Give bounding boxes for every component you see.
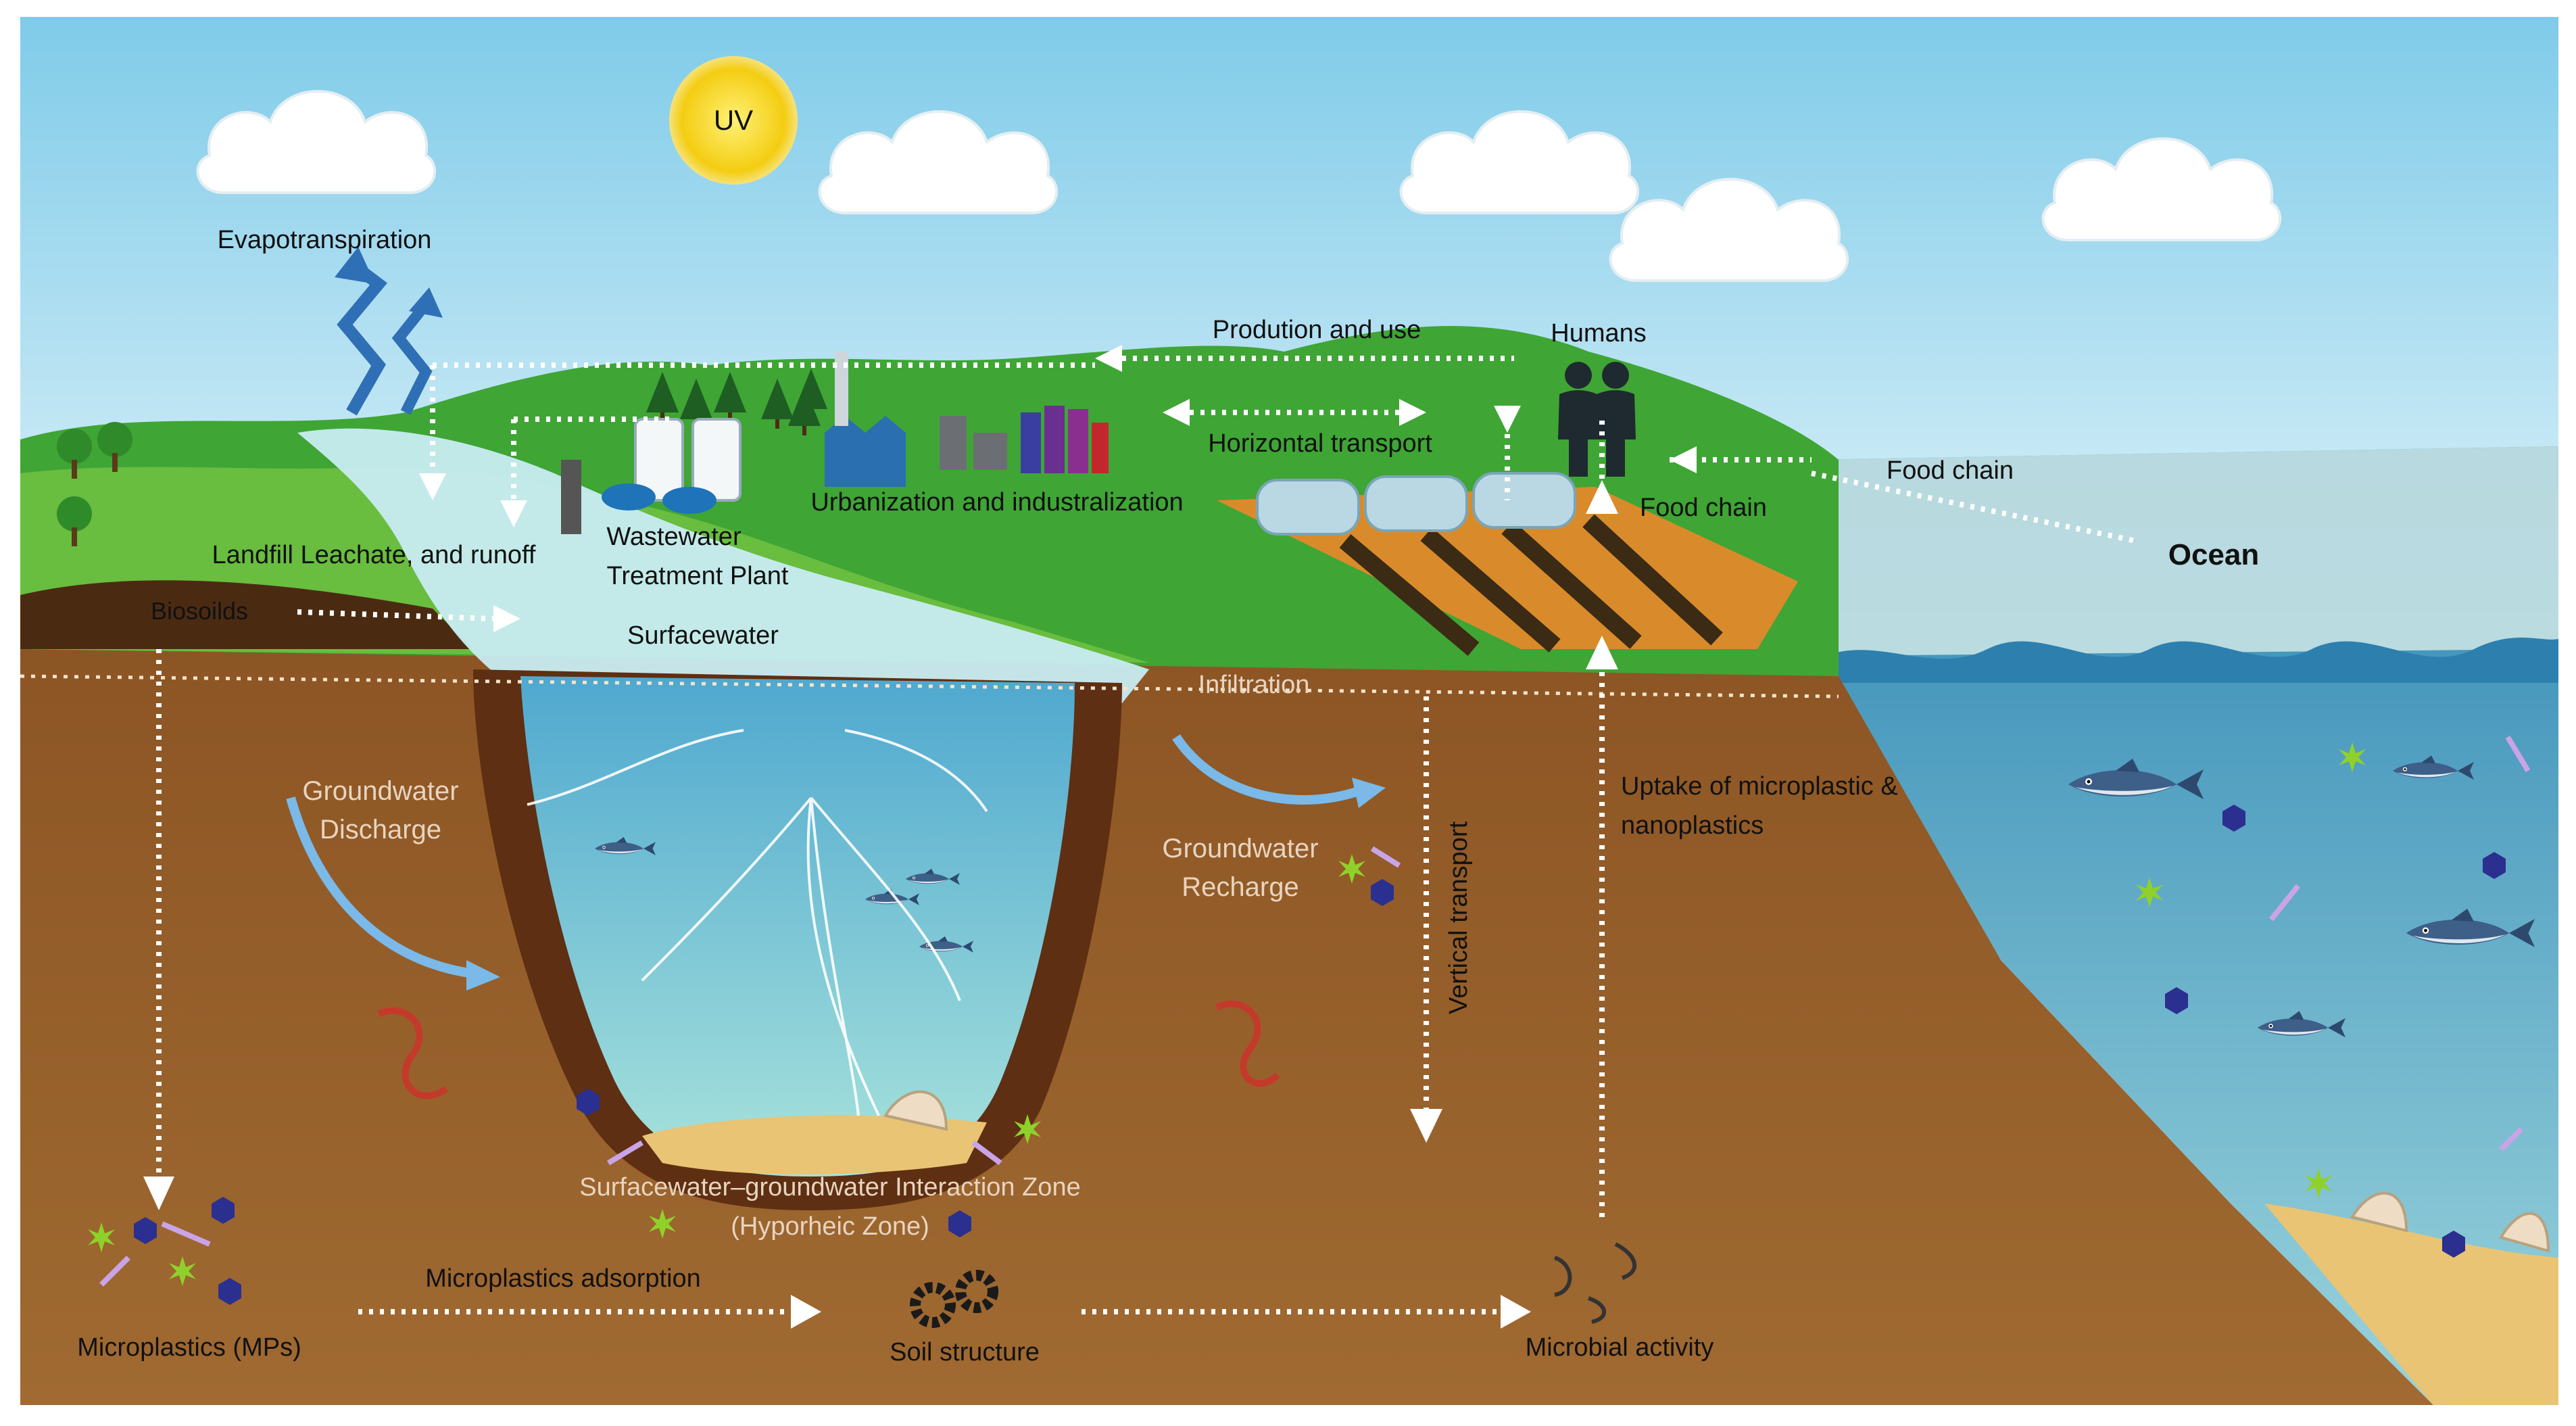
water-table-line <box>20 674 1839 698</box>
production-use-label: Prodution and use <box>1213 316 1421 344</box>
river-surface <box>297 428 1149 703</box>
surfacewater-label: Surfacewater <box>627 621 779 650</box>
topsoil-left <box>20 580 473 649</box>
soil-structure-label: Soil structure <box>890 1338 1040 1366</box>
microplastic-fiber-icon <box>99 735 2531 1287</box>
horizontal-transport-label: Horizontal transport <box>1208 429 1432 458</box>
groundwater-recharge-arrow <box>1172 734 1386 808</box>
bacteria-icon <box>1553 1242 1637 1324</box>
gw-discharge-label-2: Discharge <box>320 815 441 845</box>
ocean-water <box>1812 446 2558 1405</box>
pit-sand <box>642 1115 987 1174</box>
food-chain-sea-label: Food chain <box>1887 456 2014 485</box>
farmland <box>1217 487 1798 649</box>
wastewater-label-1: Wastewater <box>606 523 742 551</box>
gw-discharge-label-1: Groundwater <box>302 776 458 806</box>
evapotranspiration-label: Evapotranspiration <box>218 226 432 254</box>
ocean-surface-band <box>1812 446 2558 656</box>
biosolids-label: Biosoilds <box>151 597 248 625</box>
gw-recharge-label-1: Groundwater <box>1162 834 1318 863</box>
microbial-activity-label: Microbial activity <box>1526 1333 1714 1362</box>
factory-icon <box>825 352 1109 487</box>
uptake-label-1: Uptake of microplastic & <box>1621 772 1898 801</box>
ocean-seabed <box>2264 1204 2558 1405</box>
gear-icon <box>910 1270 998 1328</box>
crop-rows <box>1339 514 1723 656</box>
vertical-transport-label: Vertical transport <box>1444 821 1473 1014</box>
gw-recharge-label-2: Recharge <box>1182 872 1298 902</box>
urbanization-label: Urbanization and industralization <box>810 488 1183 517</box>
ocean-label: Ocean <box>2168 538 2260 571</box>
uptake-label-2: nanoplastics <box>1621 811 1764 840</box>
wastewater-label-2: Treatment Plant <box>607 562 789 590</box>
uv-label: UV <box>714 104 753 136</box>
ocean-waves <box>1825 638 2558 683</box>
sun-icon: UV <box>669 56 798 185</box>
arrow-biosolids-right <box>297 609 494 621</box>
microplastics-label: Microplastics (MPs) <box>77 1333 301 1362</box>
wastewater-plant-icon <box>561 418 742 534</box>
pit-flow-lines <box>527 729 988 1116</box>
humans-label: Humans <box>1551 319 1647 348</box>
food-chain-land-label: Food chain <box>1640 494 1767 522</box>
shell-icon <box>883 1090 2550 1253</box>
hyporheic-label-2: (Hyporheic Zone) <box>731 1212 929 1241</box>
landfill-label: Landfill Leachate, and runoff <box>212 541 536 569</box>
infiltration-label: Infiltration <box>1198 671 1310 699</box>
evapotranspiration-arrows <box>335 247 443 416</box>
greenhouse-icon <box>1256 472 1576 536</box>
groundwater-discharge-arrow <box>286 797 500 991</box>
pit-water <box>520 676 1075 1177</box>
hyporheic-label-1: Surfacewater–groundwater Interaction Zon… <box>579 1173 1080 1202</box>
arrow-heads <box>143 345 1697 1329</box>
mp-adsorption-label: Microplastics adsorption <box>425 1264 701 1293</box>
worm-icon <box>376 1000 1280 1099</box>
